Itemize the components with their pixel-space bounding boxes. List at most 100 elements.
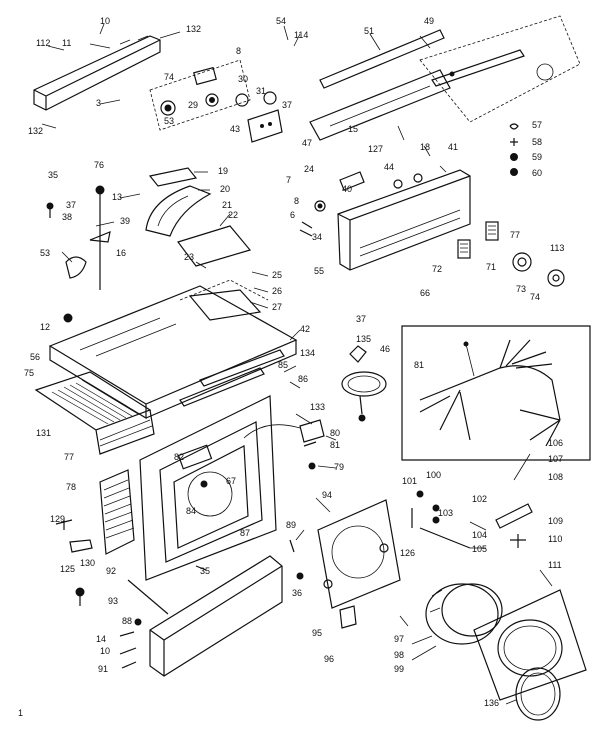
callout-label-54: 54 xyxy=(276,16,286,26)
callout-label-29: 29 xyxy=(188,100,198,110)
door-glass xyxy=(515,667,561,721)
callout-label-79: 79 xyxy=(334,462,344,472)
callout-label-104: 104 xyxy=(472,530,487,540)
side-vent xyxy=(99,469,135,555)
front-panel-wire xyxy=(243,424,301,439)
callout-label-91: 91 xyxy=(98,664,108,674)
callout-label-114: 114 xyxy=(294,30,308,40)
callout-label-67: 67 xyxy=(226,476,236,486)
callout-label-105: 105 xyxy=(472,544,487,554)
callout-label-47: 47 xyxy=(302,138,312,148)
door-seal-ring xyxy=(425,583,503,645)
callout-label-87: 87 xyxy=(240,528,250,538)
callout-label-24: 24 xyxy=(304,164,314,174)
callout-label-76: 76 xyxy=(94,160,104,170)
callout-label-107: 107 xyxy=(548,454,563,464)
callout-label-94: 94 xyxy=(322,490,332,500)
leader-lines xyxy=(41,23,553,705)
callout-label-74: 74 xyxy=(164,72,174,82)
callout-label-113: 113 xyxy=(550,243,564,253)
tub-support-panel xyxy=(317,499,401,629)
callout-label-99: 99 xyxy=(394,664,404,674)
door-switch-parts xyxy=(299,419,325,470)
callout-label-57: 57 xyxy=(532,120,542,130)
callout-label-88: 88 xyxy=(122,616,132,626)
callout-label-111: 111 xyxy=(548,560,562,570)
callout-label-134: 134 xyxy=(300,348,315,358)
console-rod xyxy=(309,29,451,141)
callout-label-35: 35 xyxy=(48,170,58,180)
callout-label-86: 86 xyxy=(298,374,308,384)
callout-label-37: 37 xyxy=(356,314,366,324)
callout-label-81: 81 xyxy=(330,440,340,450)
small-hardware-57-60 xyxy=(509,123,519,176)
callout-label-92: 92 xyxy=(106,566,116,576)
callout-label-131: 131 xyxy=(36,428,51,438)
callout-label-37: 37 xyxy=(66,200,76,210)
left-hardware xyxy=(46,185,111,323)
callout-label-43: 43 xyxy=(230,124,240,134)
callout-label-26: 26 xyxy=(272,286,282,296)
front-panel xyxy=(139,395,277,581)
right-side-parts xyxy=(411,490,533,549)
callout-label-14: 14 xyxy=(96,634,106,644)
callout-label-58: 58 xyxy=(532,137,542,147)
callout-label-82: 82 xyxy=(174,452,184,462)
callout-label-84: 84 xyxy=(186,506,196,516)
callout-label-15: 15 xyxy=(348,124,358,134)
wire-harness-inset xyxy=(401,325,591,461)
lower-left-hardware xyxy=(55,519,93,606)
cabinet-side-panels xyxy=(34,371,155,455)
callout-label-51: 51 xyxy=(364,26,374,36)
control-knobs xyxy=(299,171,365,237)
callout-label-72: 72 xyxy=(432,264,442,274)
callout-label-95: 95 xyxy=(312,628,322,638)
callout-label-135: 135 xyxy=(356,334,371,344)
callout-label-7: 7 xyxy=(286,175,291,185)
callout-label-18: 18 xyxy=(420,142,430,152)
callout-label-60: 60 xyxy=(532,168,542,178)
callout-label-53: 53 xyxy=(164,116,174,126)
power-cord xyxy=(341,345,387,422)
callout-label-10: 10 xyxy=(100,646,110,656)
callout-label-132: 132 xyxy=(186,24,201,34)
callout-label-46: 46 xyxy=(380,344,390,354)
backsplash-panel xyxy=(419,15,581,123)
callout-label-13: 13 xyxy=(112,192,122,202)
callout-label-136: 136 xyxy=(484,698,499,708)
callout-label-49: 49 xyxy=(424,16,434,26)
callout-label-19: 19 xyxy=(218,166,228,176)
callout-label-3: 3 xyxy=(96,98,101,108)
callout-label-31: 31 xyxy=(256,86,266,96)
callout-label-34: 34 xyxy=(312,232,322,242)
callout-label-23: 23 xyxy=(184,252,194,262)
callout-label-100: 100 xyxy=(426,470,441,480)
callout-label-89: 89 xyxy=(286,520,296,530)
callout-label-77: 77 xyxy=(64,452,74,462)
callout-label-97: 97 xyxy=(394,634,404,644)
callout-label-126: 126 xyxy=(400,548,415,558)
callout-label-12: 12 xyxy=(40,322,50,332)
callout-label-125: 125 xyxy=(60,564,75,574)
callout-label-10: 10 xyxy=(100,16,110,26)
control-panel-end-cap xyxy=(33,35,161,111)
callout-label-41: 41 xyxy=(448,142,458,152)
callout-label-96: 96 xyxy=(324,654,334,664)
callout-label-112: 112 xyxy=(36,38,50,48)
callout-label-27: 27 xyxy=(272,302,282,312)
callout-label-59: 59 xyxy=(532,152,542,162)
callout-label-56: 56 xyxy=(30,352,40,362)
timer-knobs xyxy=(512,252,565,287)
callout-label-8: 8 xyxy=(294,196,299,206)
switch-assembly xyxy=(149,59,283,143)
control-panel-front xyxy=(337,169,471,271)
callout-label-127: 127 xyxy=(368,144,383,154)
mid-hardware xyxy=(195,539,304,580)
callout-label-25: 25 xyxy=(272,270,282,280)
callout-label-37: 37 xyxy=(282,100,292,110)
callout-label-36: 36 xyxy=(292,588,302,598)
rod-92 xyxy=(127,579,169,615)
callout-label-21: 21 xyxy=(222,200,232,210)
